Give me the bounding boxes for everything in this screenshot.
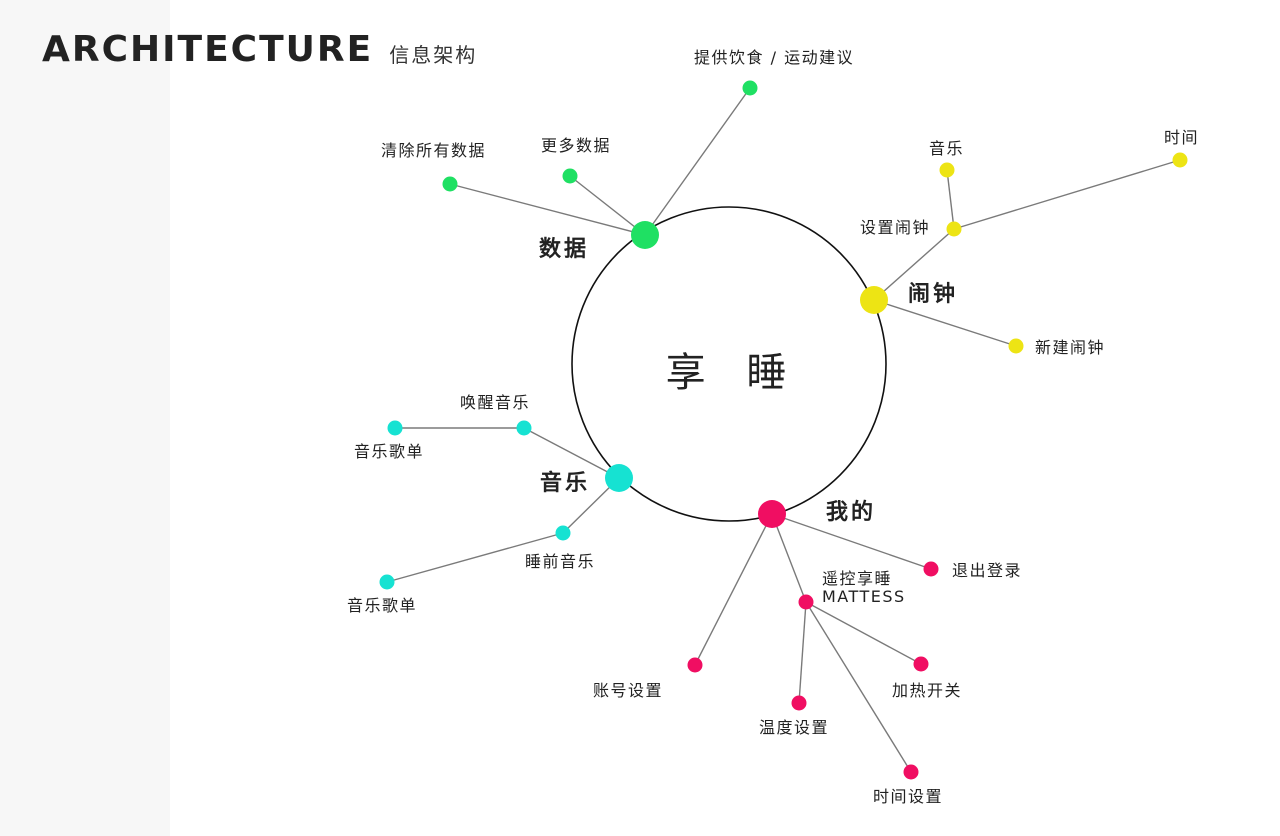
page-subtitle: 信息架构 xyxy=(389,43,478,67)
node-mine-temp[interactable] xyxy=(791,695,807,711)
edge-music-sleep-list xyxy=(386,532,564,583)
label-data: 数据 xyxy=(539,236,589,262)
label-mine-remote: 遥控享睡 xyxy=(822,569,892,588)
edge-mine-remote xyxy=(771,513,807,603)
edge-alarm-new xyxy=(873,299,1017,347)
label-data-more: 更多数据 xyxy=(541,136,611,155)
node-data-diet[interactable] xyxy=(742,80,758,96)
node-data-clear[interactable] xyxy=(442,176,458,192)
page-title: ARCHITECTURE xyxy=(42,29,374,70)
branch-mine: 我的 退出登录 遥控享睡 MATTESS 加热开关 温度设置 时间设置 账号设置 xyxy=(593,499,1022,806)
label-music-wake: 唤醒音乐 xyxy=(460,393,530,412)
label-alarm-new: 新建闹钟 xyxy=(1035,338,1105,357)
branch-alarm: 闹钟 设置闹钟 音乐 时间 新建闹钟 xyxy=(860,128,1199,357)
label-data-diet: 提供饮食 / 运动建议 xyxy=(694,48,854,67)
edge-mine-heat xyxy=(805,601,922,665)
node-data[interactable] xyxy=(631,221,659,249)
edge-data-more xyxy=(569,175,646,236)
label-data-clear: 清除所有数据 xyxy=(381,141,486,160)
edge-alarm-set-time xyxy=(953,159,1181,230)
edge-music-wake xyxy=(523,427,620,479)
edge-mine-temp xyxy=(798,601,807,704)
node-mine-remote[interactable] xyxy=(798,594,814,610)
edge-data-diet xyxy=(644,87,751,236)
branch-data: 数据 提供饮食 / 运动建议 更多数据 清除所有数据 xyxy=(381,48,854,262)
label-music: 音乐 xyxy=(540,470,590,496)
edges xyxy=(386,87,1181,773)
node-music-wake[interactable] xyxy=(516,420,532,436)
edge-mine-account xyxy=(694,513,773,666)
edge-alarm-set-music xyxy=(946,169,955,230)
node-music-sleep-list[interactable] xyxy=(379,574,395,590)
left-band xyxy=(0,0,170,836)
node-mine-account[interactable] xyxy=(687,657,703,673)
node-mine[interactable] xyxy=(758,500,786,528)
center-label: 享 睡 xyxy=(666,350,801,396)
edge-mine-logout xyxy=(771,513,932,570)
center-ring xyxy=(571,206,887,522)
node-music-sleep[interactable] xyxy=(555,525,571,541)
label-music-sleep: 睡前音乐 xyxy=(525,552,595,571)
label-mine-logout: 退出登录 xyxy=(952,561,1022,580)
label-mine-account: 账号设置 xyxy=(593,681,663,700)
node-mine-logout[interactable] xyxy=(923,561,939,577)
edge-mine-time xyxy=(805,601,912,773)
node-music-wake-list[interactable] xyxy=(387,420,403,436)
label-alarm-set-time: 时间 xyxy=(1164,128,1199,147)
node-music[interactable] xyxy=(605,464,633,492)
label-mine-remote-sub: MATTESS xyxy=(822,587,906,606)
label-mine-time: 时间设置 xyxy=(873,787,943,806)
node-mine-heat[interactable] xyxy=(913,656,929,672)
edge-alarm-set xyxy=(873,228,955,301)
node-alarm-set-music[interactable] xyxy=(939,162,955,178)
branch-music: 音乐 唤醒音乐 音乐歌单 睡前音乐 音乐歌单 xyxy=(347,393,633,615)
label-music-wake-list: 音乐歌单 xyxy=(354,442,424,461)
header: ARCHITECTURE 信息架构 xyxy=(42,26,477,70)
node-alarm-new[interactable] xyxy=(1008,338,1024,354)
label-mine-temp: 温度设置 xyxy=(759,718,829,737)
label-alarm: 闹钟 xyxy=(908,281,958,307)
node-alarm-set-time[interactable] xyxy=(1172,152,1188,168)
label-mine: 我的 xyxy=(826,499,876,525)
label-mine-heat: 加热开关 xyxy=(892,681,962,700)
node-alarm[interactable] xyxy=(860,286,888,314)
edge-data-clear xyxy=(449,183,646,236)
label-music-sleep-list: 音乐歌单 xyxy=(347,596,417,615)
node-alarm-set[interactable] xyxy=(946,221,962,237)
label-alarm-set-music: 音乐 xyxy=(929,139,964,158)
node-mine-time[interactable] xyxy=(903,764,919,780)
node-data-more[interactable] xyxy=(562,168,578,184)
label-alarm-set: 设置闹钟 xyxy=(860,218,930,237)
